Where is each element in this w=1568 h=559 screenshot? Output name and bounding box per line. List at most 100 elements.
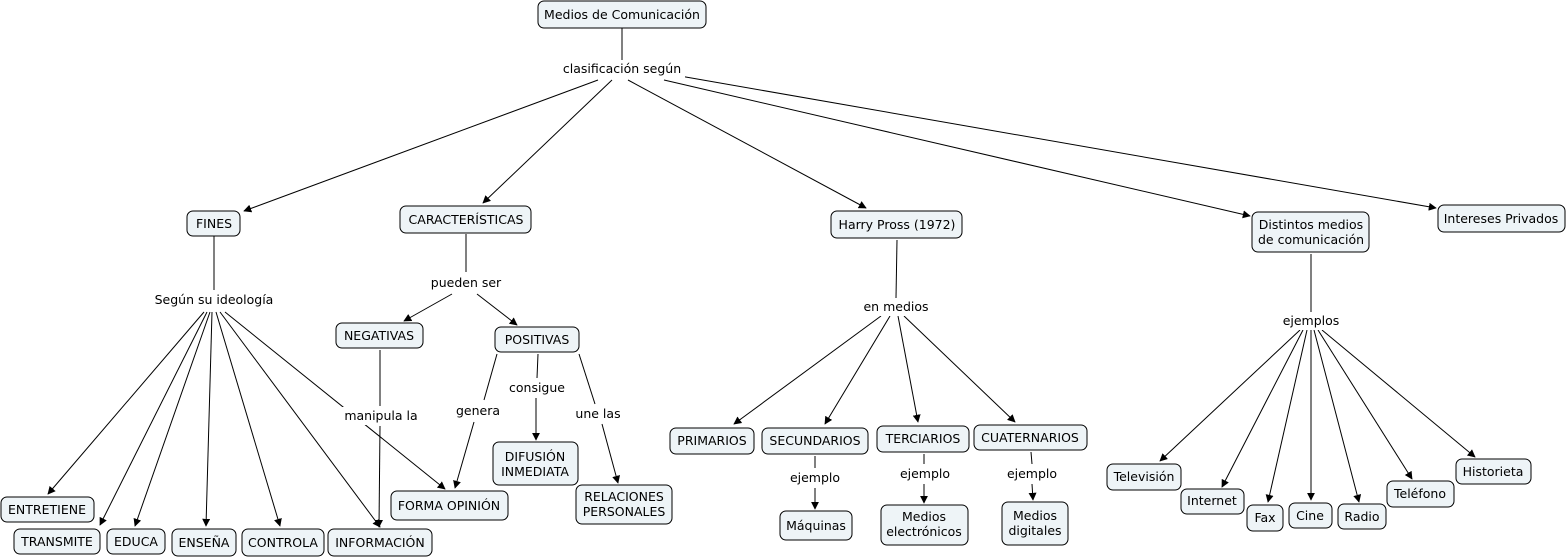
edge-to-ensena [202, 311, 213, 527]
svg-text:pueden ser: pueden ser [431, 275, 502, 290]
node-fax[interactable]: Fax [1246, 504, 1284, 532]
node-ensena[interactable]: ENSEÑA [171, 528, 237, 557]
svg-text:CARACTERÍSTICAS: CARACTERÍSTICAS [409, 212, 524, 227]
node-caracteristicas[interactable]: CARACTERÍSTICAS [399, 205, 532, 234]
node-fines[interactable]: FINES [186, 210, 241, 237]
label-ejemplo-terciarios: ejemplo [896, 465, 954, 483]
svg-text:electrónicos: electrónicos [886, 524, 962, 539]
svg-text:SECUNDARIOS: SECUNDARIOS [769, 433, 860, 448]
svg-text:clasificación según: clasificación según [563, 61, 681, 76]
svg-text:ejemplo: ejemplo [790, 470, 840, 485]
edge-cuaternarios-ejemplo [1030, 451, 1033, 465]
edge-to-educa [133, 311, 211, 527]
svg-text:ejemplos: ejemplos [1283, 313, 1340, 328]
edge-positivas-consigue [536, 353, 539, 379]
edge-to-transmite [99, 311, 208, 526]
svg-text:FORMA OPINIÓN: FORMA OPINIÓN [398, 498, 500, 513]
svg-text:RELACIONES: RELACIONES [584, 489, 664, 504]
svg-text:Televisión: Televisión [1113, 469, 1175, 484]
label-segun-ideologia: Según su ideología [152, 291, 276, 309]
svg-text:Medios: Medios [1013, 508, 1057, 523]
svg-text:NEGATIVAS: NEGATIVAS [344, 328, 414, 343]
edge-to-fines [243, 79, 599, 213]
edge-pross-label [895, 239, 898, 299]
node-historieta[interactable]: Historieta [1455, 458, 1532, 485]
node-positivas[interactable]: POSITIVAS [494, 326, 580, 353]
edge-to-forma-opinion-2 [453, 421, 475, 489]
svg-text:manipula la: manipula la [344, 408, 417, 423]
node-forma-opinion[interactable]: FORMA OPINIÓN [390, 490, 509, 521]
node-transmite[interactable]: TRANSMITE [13, 528, 101, 555]
edge-manipula-informacion [375, 425, 384, 528]
svg-text:DIFUSIÓN: DIFUSIÓN [505, 449, 565, 464]
svg-text:Radio: Radio [1344, 509, 1379, 524]
label-clasificacion: clasificación según [560, 60, 685, 78]
svg-text:Internet: Internet [1187, 493, 1237, 508]
svg-text:de comunicación: de comunicación [1258, 232, 1364, 247]
edge-to-primarios [733, 315, 882, 425]
node-internet[interactable]: Internet [1180, 488, 1245, 515]
edge-to-harry-pross [627, 79, 867, 209]
label-manipula: manipula la [342, 407, 420, 425]
node-cuaternarios[interactable]: CUATERNARIOS [973, 424, 1088, 451]
svg-text:ejemplo: ejemplo [900, 466, 950, 481]
label-pueden-ser: pueden ser [428, 274, 504, 292]
edge-to-informacion [219, 311, 381, 528]
label-ejemplo-cuaternarios: ejemplo [1003, 465, 1061, 483]
svg-text:ENSEÑA: ENSEÑA [179, 535, 230, 550]
node-radio[interactable]: Radio [1337, 503, 1387, 530]
node-terciarios[interactable]: TERCIARIOS [876, 425, 970, 453]
node-informacion[interactable]: INFORMACIÓN [327, 528, 433, 557]
svg-text:CONTROLA: CONTROLA [248, 535, 318, 550]
node-cine[interactable]: Cine [1288, 502, 1333, 529]
svg-text:en medios: en medios [863, 299, 928, 314]
node-educa[interactable]: EDUCA [106, 528, 166, 555]
edge-to-intereses [679, 75, 1437, 211]
edge-to-negativas [403, 293, 453, 322]
svg-text:genera: genera [456, 403, 500, 418]
svg-text:TERCIARIOS: TERCIARIOS [885, 431, 961, 446]
label-ejemplo-secundarios: ejemplo [787, 469, 845, 487]
node-maquinas[interactable]: Máquinas [779, 510, 853, 541]
edge-to-distintos [663, 79, 1251, 219]
svg-text:EDUCA: EDUCA [114, 534, 158, 549]
label-consigue: consigue [506, 379, 568, 397]
edge-to-controla [215, 311, 282, 527]
edge-to-forma-opinion [224, 311, 446, 490]
node-television[interactable]: Televisión [1106, 463, 1182, 491]
edge-to-internet [1221, 329, 1304, 488]
edge-to-historieta [1321, 329, 1476, 458]
node-negativas[interactable]: NEGATIVAS [335, 322, 424, 349]
svg-text:ENTRETIENE: ENTRETIENE [8, 502, 86, 517]
connections [47, 28, 1476, 528]
edge-to-caracteristicas [482, 79, 613, 204]
node-entretiene[interactable]: ENTRETIENE [0, 496, 95, 523]
svg-text:Fax: Fax [1254, 510, 1275, 525]
svg-text:Distintos medios: Distintos medios [1259, 217, 1363, 232]
node-intereses-privados[interactable]: Intereses Privados [1437, 204, 1566, 233]
node-harry-pross[interactable]: Harry Pross (1972) [830, 210, 963, 239]
label-ejemplos: ejemplos [1279, 312, 1343, 330]
edge-to-secundarios [824, 315, 891, 425]
node-telefono[interactable]: Teléfono [1386, 480, 1455, 508]
edge-positivas-genera [483, 353, 498, 401]
svg-text:une las: une las [575, 406, 620, 421]
edge-to-positivas [476, 293, 518, 326]
node-controla[interactable]: CONTROLA [241, 528, 325, 557]
svg-text:POSITIVAS: POSITIVAS [505, 332, 570, 347]
node-secundarios[interactable]: SECUNDARIOS [761, 427, 869, 455]
svg-text:Teléfono: Teléfono [1393, 486, 1446, 501]
edge-positivas-une [578, 353, 596, 405]
node-primarios[interactable]: PRIMARIOS [669, 427, 755, 455]
svg-text:Medios: Medios [902, 509, 946, 524]
edge-to-radio [1313, 329, 1362, 503]
edge-to-cuaternarios [903, 315, 1016, 423]
node-medios-comunicacion[interactable]: Medios de Comunicación [537, 0, 707, 29]
edge-to-television [1159, 329, 1301, 462]
